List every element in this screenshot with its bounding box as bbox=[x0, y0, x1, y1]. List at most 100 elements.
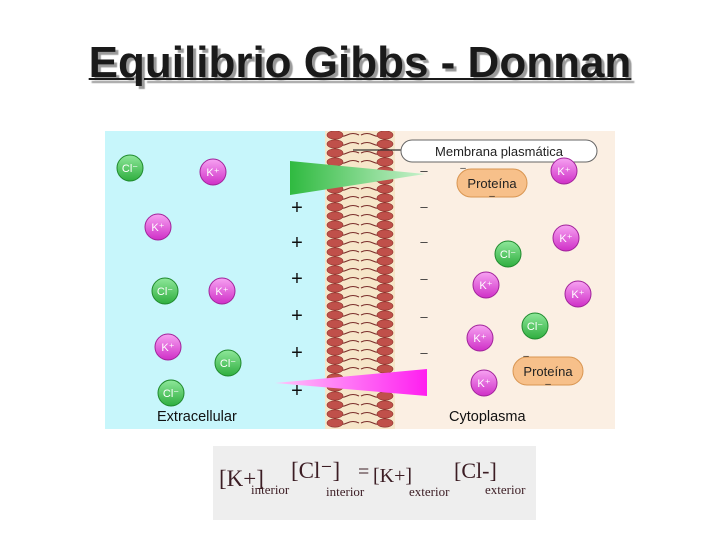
protein-label: Proteína bbox=[523, 364, 573, 379]
donnan-diagram: Membrana plasmática + + + + + + – – – – … bbox=[105, 131, 615, 429]
minus-sign: – bbox=[420, 199, 428, 214]
plus-sign: + bbox=[291, 197, 303, 219]
equals-sign: = bbox=[358, 461, 369, 483]
lipid-head bbox=[326, 355, 344, 365]
lipid-head bbox=[376, 391, 394, 401]
ion-label: K⁺ bbox=[206, 167, 219, 179]
lipid-head bbox=[376, 400, 394, 410]
lipid-head bbox=[326, 211, 344, 221]
chloride-ion: Cl⁻ bbox=[521, 312, 549, 340]
k-interior-subscript: interior bbox=[251, 482, 290, 497]
lipid-head bbox=[376, 283, 394, 293]
ion-sphere bbox=[157, 379, 185, 407]
potassium-ion: K⁺ bbox=[199, 158, 227, 186]
positive-charges: + + + + + + bbox=[291, 197, 303, 402]
cl-interior-term: [Cl⁻] bbox=[291, 458, 340, 483]
ion-sphere bbox=[144, 213, 172, 241]
cytoplasm-label: Cytoplasma bbox=[449, 409, 526, 425]
chloride-ion: Cl⁻ bbox=[214, 349, 242, 377]
protein-top: Proteína – – bbox=[456, 163, 528, 202]
membrane-label: Membrana plasmática bbox=[435, 144, 564, 159]
potassium-ion: K⁺ bbox=[154, 333, 182, 361]
lipid-head bbox=[326, 148, 344, 158]
lipid-head bbox=[376, 193, 394, 203]
ion-sphere bbox=[151, 277, 179, 305]
lipid-head bbox=[376, 337, 394, 347]
protein-blob bbox=[456, 168, 528, 198]
lipid-head bbox=[376, 247, 394, 257]
chloride-ion: Cl⁻ bbox=[151, 277, 179, 305]
potassium-ion: K⁺ bbox=[552, 224, 580, 252]
lipid-head bbox=[326, 265, 344, 275]
protein-charge: – bbox=[545, 379, 551, 390]
lipid-head bbox=[376, 184, 394, 194]
lipid-head bbox=[326, 238, 344, 248]
lipid-head bbox=[326, 139, 344, 149]
lipid-head bbox=[326, 131, 344, 140]
lipid-head bbox=[326, 418, 344, 428]
ion-label: Cl⁻ bbox=[122, 163, 138, 175]
ions-layer: Cl⁻K⁺K⁺Cl⁻K⁺K⁺Cl⁻Cl⁻K⁺K⁺Cl⁻K⁺K⁺Cl⁻K⁺K⁺ bbox=[116, 154, 592, 407]
ion-sphere bbox=[208, 277, 236, 305]
ion-label: K⁺ bbox=[559, 233, 572, 245]
chloride-ion: Cl⁻ bbox=[494, 240, 522, 268]
lipid-head bbox=[376, 139, 394, 149]
lipid-head bbox=[376, 148, 394, 158]
lipid-head bbox=[326, 346, 344, 356]
lipid-head bbox=[376, 418, 394, 428]
lipid-head bbox=[376, 238, 394, 248]
ion-label: K⁺ bbox=[571, 289, 584, 301]
lipid-head bbox=[376, 328, 394, 338]
ion-sphere bbox=[552, 224, 580, 252]
ion-label: K⁺ bbox=[161, 342, 174, 354]
lipid-head bbox=[376, 310, 394, 320]
ion-label: K⁺ bbox=[473, 333, 486, 345]
potassium-ion: K⁺ bbox=[466, 324, 494, 352]
ion-sphere bbox=[472, 271, 500, 299]
lipid-bilayer bbox=[326, 131, 394, 428]
ion-label: K⁺ bbox=[215, 286, 228, 298]
minus-sign: – bbox=[420, 163, 428, 178]
ion-sphere bbox=[214, 349, 242, 377]
minus-sign: – bbox=[420, 345, 428, 360]
potassium-gradient-wedge bbox=[275, 369, 427, 396]
chloride-ion: Cl⁻ bbox=[157, 379, 185, 407]
lipid-head bbox=[326, 274, 344, 284]
cl-exterior-subscript: exterior bbox=[485, 482, 526, 497]
negative-charges: – – – – – – bbox=[420, 163, 428, 360]
ion-sphere bbox=[550, 157, 578, 185]
plus-sign: + bbox=[291, 268, 303, 290]
cl-interior-subscript: interior bbox=[326, 484, 365, 499]
lipid-head bbox=[326, 247, 344, 257]
lipid-head bbox=[326, 256, 344, 266]
ion-label: Cl⁻ bbox=[527, 321, 543, 333]
plus-sign: + bbox=[291, 305, 303, 327]
ion-label: K⁺ bbox=[477, 378, 490, 390]
chloride-gradient-wedge bbox=[290, 161, 425, 195]
ion-sphere bbox=[154, 333, 182, 361]
minus-sign: – bbox=[420, 271, 428, 286]
lipid-head bbox=[326, 364, 344, 374]
lipid-head bbox=[376, 220, 394, 230]
ion-sphere bbox=[199, 158, 227, 186]
k-exterior-subscript: exterior bbox=[409, 484, 450, 499]
lipid-head bbox=[326, 337, 344, 347]
ion-sphere bbox=[470, 369, 498, 397]
lipid-head bbox=[376, 157, 394, 167]
ion-sphere bbox=[521, 312, 549, 340]
potassium-ion: K⁺ bbox=[144, 213, 172, 241]
protein-charge: – bbox=[523, 351, 529, 362]
k-interior-term: [K+] bbox=[219, 466, 264, 491]
lipid-head bbox=[326, 310, 344, 320]
lipid-head bbox=[376, 229, 394, 239]
lipid-head bbox=[326, 220, 344, 230]
extracellular-label: Extracellular bbox=[157, 409, 237, 425]
lipid-head bbox=[376, 131, 394, 140]
ion-label: Cl⁻ bbox=[500, 249, 516, 261]
lipid-head bbox=[376, 319, 394, 329]
lipid-head bbox=[326, 193, 344, 203]
ion-sphere bbox=[466, 324, 494, 352]
lipid-head bbox=[376, 274, 394, 284]
ion-label: K⁺ bbox=[479, 280, 492, 292]
lipid-head bbox=[376, 301, 394, 311]
